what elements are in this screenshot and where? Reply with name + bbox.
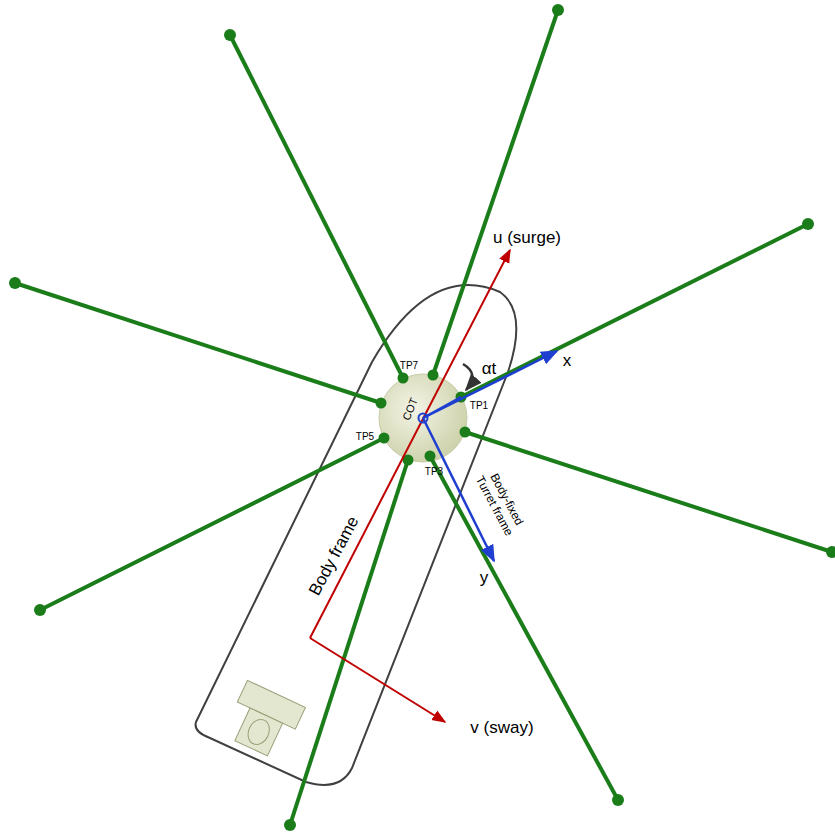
- mooring-line: [461, 224, 808, 397]
- turret-center: [419, 414, 428, 423]
- angle-arc: [463, 364, 472, 390]
- turret-point-label: TP5: [356, 431, 374, 443]
- anchor-point: [612, 794, 624, 806]
- turret-point: [428, 370, 439, 381]
- turret-point-label: TP7: [400, 360, 418, 372]
- mooring-line: [15, 283, 381, 403]
- anchor-point: [802, 218, 814, 230]
- axis-label: u (surge): [493, 228, 561, 248]
- turret-point: [398, 373, 409, 384]
- angle-label: αt: [482, 359, 497, 379]
- mooring-line: [433, 10, 558, 375]
- turret-point: [376, 398, 387, 409]
- surge-axis: [310, 250, 510, 638]
- turret-point-label: TP3: [425, 466, 443, 478]
- mooring-line: [40, 438, 384, 610]
- turret-frame-axes: [419, 351, 558, 561]
- anchor-point: [9, 277, 21, 289]
- axis-label: y: [480, 568, 489, 588]
- mooring-line: [465, 432, 832, 552]
- anchor-point: [552, 4, 564, 16]
- mooring-line: [430, 456, 618, 800]
- turret-point: [460, 427, 471, 438]
- axis-label: x: [563, 351, 572, 371]
- anchor-point: [284, 819, 296, 831]
- turret-point: [379, 433, 390, 444]
- mooring-line: [290, 460, 408, 825]
- mooring-line: [230, 35, 403, 378]
- sway-axis: [310, 638, 445, 722]
- tp1-radius: [423, 397, 461, 418]
- turret-point: [425, 451, 436, 462]
- engine-icon: [222, 680, 305, 761]
- mooring-lines: [9, 4, 835, 831]
- turret-point-label: TP1: [470, 400, 488, 412]
- anchor-point: [34, 604, 46, 616]
- x-axis: [423, 351, 557, 418]
- frame-label: Body frame: [305, 513, 363, 599]
- axis-label: v (sway): [470, 718, 533, 738]
- anchor-point: [224, 29, 236, 41]
- anchor-point: [826, 546, 835, 558]
